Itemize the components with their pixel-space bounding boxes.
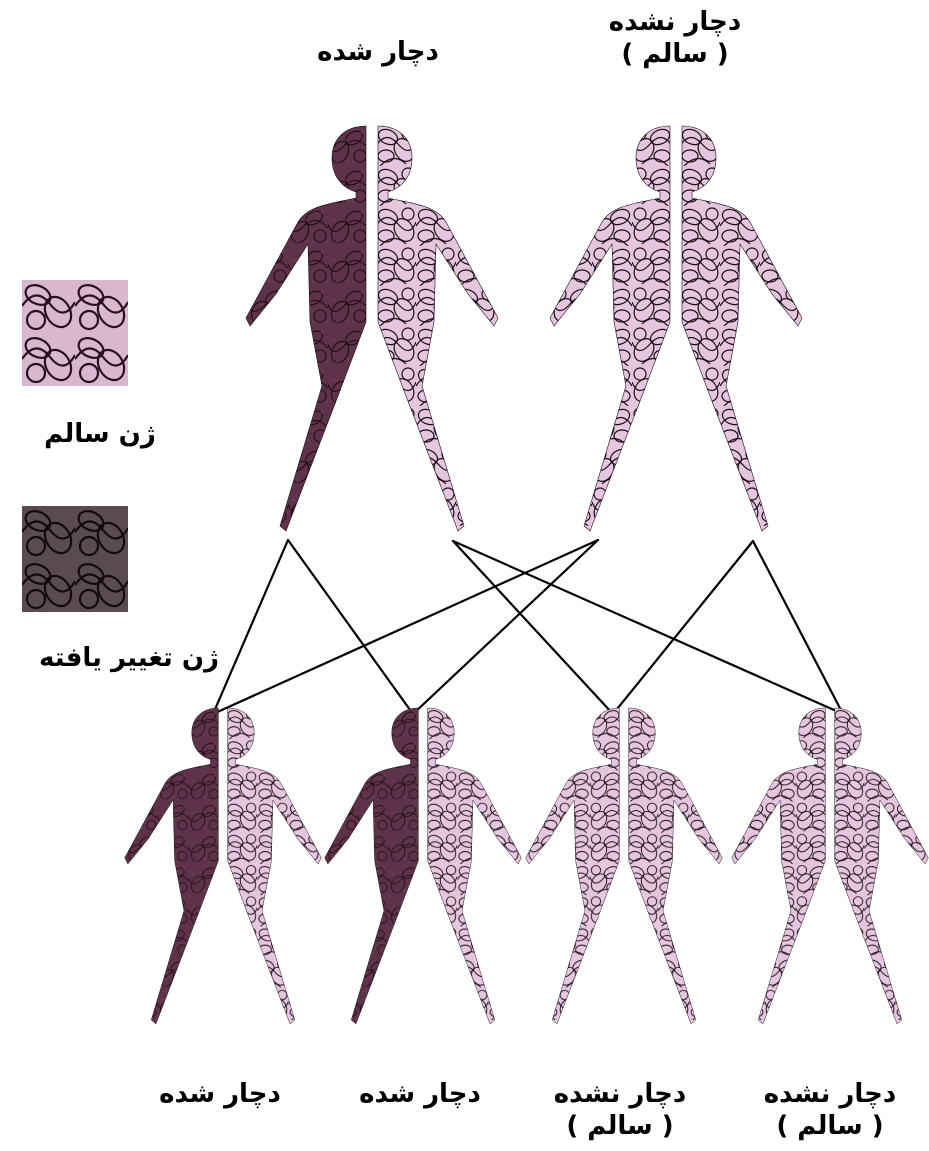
child-figure-3 — [526, 708, 723, 1024]
child-4-line1: دچار نشده — [740, 1078, 920, 1110]
child-label-4: دچار نشده ( سالم ) — [740, 1078, 920, 1142]
figure-left-half — [246, 126, 366, 531]
child-4-line2: ( سالم ) — [740, 1110, 920, 1142]
figure-right-half — [428, 708, 522, 1024]
figure-left-half — [732, 708, 826, 1024]
connector-line — [213, 540, 288, 714]
healthy-gene-label: ژن سالم — [20, 418, 180, 450]
parent-label-healthy: دچار نشده ( سالم ) — [580, 6, 770, 70]
parent-figure-healthy — [550, 126, 802, 531]
mutated-gene-label: ژن تغییر یافته — [4, 642, 254, 674]
child-2-line1: دچار شده — [340, 1078, 500, 1110]
connector-line — [613, 541, 753, 714]
parent-label-affected-line1: دچار شده — [288, 36, 468, 68]
healthy-gene-swatch — [22, 280, 128, 386]
connector-line — [213, 540, 598, 714]
connector-line — [288, 540, 413, 714]
figure-left-half — [325, 708, 419, 1024]
connector-line — [453, 541, 843, 714]
parent-figure-affected — [246, 126, 498, 531]
connector-line — [753, 541, 843, 714]
inheritance-lines — [213, 540, 843, 714]
connector-line — [413, 540, 598, 714]
figure-right-half — [378, 126, 498, 531]
parent-label-healthy-line1: دچار نشده — [580, 6, 770, 38]
child-figure-1 — [125, 708, 322, 1024]
figure-right-half — [682, 126, 802, 531]
child-label-2: دچار شده — [340, 1078, 500, 1110]
child-3-line2: ( سالم ) — [530, 1110, 710, 1142]
figure-left-half — [125, 708, 219, 1024]
parent-label-healthy-line2: ( سالم ) — [580, 38, 770, 70]
child-label-3: دچار نشده ( سالم ) — [530, 1078, 710, 1142]
figure-right-half — [228, 708, 322, 1024]
child-3-line1: دچار نشده — [530, 1078, 710, 1110]
child-figure-2 — [325, 708, 522, 1024]
figure-right-half — [629, 708, 723, 1024]
child-figure-4 — [732, 708, 929, 1024]
figure-left-half — [526, 708, 620, 1024]
child-label-1: دچار شده — [140, 1078, 300, 1110]
connector-line — [453, 541, 613, 714]
mutated-gene-swatch — [22, 506, 128, 612]
figure-left-half — [550, 126, 670, 531]
child-1-line1: دچار شده — [140, 1078, 300, 1110]
figure-right-half — [835, 708, 929, 1024]
parent-label-affected: دچار شده — [288, 36, 468, 68]
